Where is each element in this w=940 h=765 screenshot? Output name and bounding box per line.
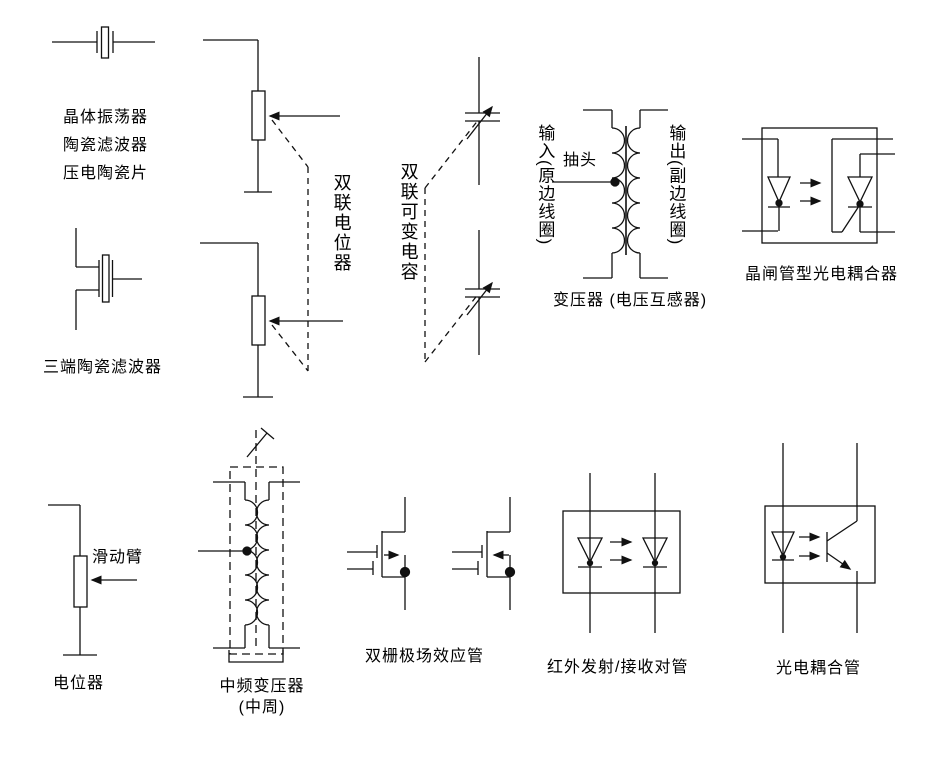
potentiometer-symbol bbox=[48, 504, 137, 656]
three-terminal-filter-label: 三端陶瓷滤波器 bbox=[43, 359, 163, 376]
dual-gate-fet-label: 双栅极场效应管 bbox=[365, 648, 485, 665]
three-terminal-filter-symbol bbox=[75, 228, 142, 330]
dual-gate-fet-symbols bbox=[347, 497, 516, 610]
crystal-symbol bbox=[52, 26, 155, 59]
optocoupler-label: 光电耦合管 bbox=[776, 660, 862, 677]
transformer-output-label: 输出(副边线圈) bbox=[666, 124, 686, 246]
scr-optocoupler-label: 晶闸管型光电耦合器 bbox=[745, 266, 899, 283]
transformer-tap-label: 抽头 bbox=[563, 152, 598, 169]
crystal-label-line1: 晶体振荡器 bbox=[63, 109, 149, 126]
transformer-symbol bbox=[552, 109, 668, 279]
dual-potentiometer-label: 双联电位器 bbox=[331, 173, 352, 273]
crystal-label: 晶体振荡器 陶瓷滤波器 压电陶瓷片 bbox=[63, 104, 148, 188]
dual-potentiometer-symbol bbox=[200, 39, 343, 398]
crystal-label-line2: 陶瓷滤波器 bbox=[63, 137, 149, 154]
ir-pair-symbol bbox=[562, 473, 681, 633]
if-transformer-label-line1: 中频变压器 bbox=[219, 678, 305, 695]
transformer-label: 变压器 (电压互感器) bbox=[553, 292, 708, 309]
if-transformer-label: 中频变压器 (中周) bbox=[218, 676, 306, 718]
potentiometer-label: 电位器 bbox=[53, 675, 105, 692]
dual-variable-capacitor-symbol bbox=[424, 57, 500, 363]
if-transformer-symbol bbox=[198, 427, 300, 663]
optocoupler-symbol bbox=[764, 443, 876, 633]
crystal-label-line3: 压电陶瓷片 bbox=[63, 165, 149, 182]
potentiometer-wiper-label: 滑动臂 bbox=[92, 549, 144, 566]
scr-optocoupler-symbol bbox=[742, 127, 895, 244]
transformer-input-label: 输入(原边线圈) bbox=[535, 124, 555, 246]
ir-pair-label: 红外发射/接收对管 bbox=[547, 659, 689, 676]
dual-variable-capacitor-label: 双联可变电容 bbox=[398, 162, 419, 282]
if-transformer-label-line2: (中周) bbox=[238, 699, 286, 716]
